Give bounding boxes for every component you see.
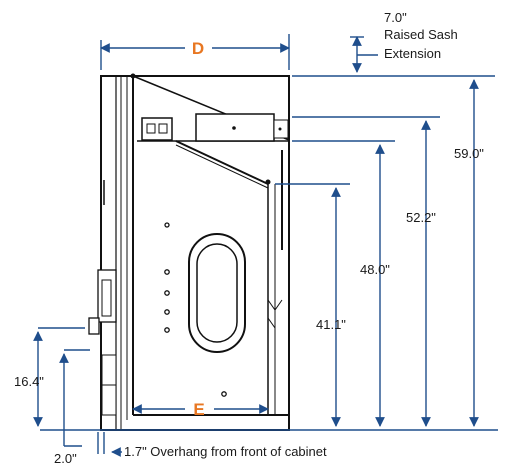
height-59-label: 59.0" bbox=[454, 146, 484, 161]
oval-viewing-window bbox=[188, 233, 246, 353]
height-16-label: 16.4" bbox=[14, 374, 44, 389]
dimension-e-label: E bbox=[193, 400, 204, 419]
height-48-label: 48.0" bbox=[360, 262, 390, 277]
sash-extension-line1: Raised Sash bbox=[384, 27, 458, 42]
sash-extension-line2: Extension bbox=[384, 46, 441, 61]
depth-2-label: 2.0" bbox=[54, 451, 77, 466]
sash-extension-value: 7.0" bbox=[384, 10, 407, 25]
top-equipment bbox=[141, 113, 289, 142]
height-41-label: 41.1" bbox=[316, 317, 346, 332]
panel-dots bbox=[164, 222, 227, 397]
dimension-d-label: D bbox=[192, 39, 204, 58]
dimension-lines bbox=[33, 34, 498, 457]
overhang-label: 1.7" Overhang from front of cabinet bbox=[124, 444, 327, 459]
base-cabinet-front bbox=[88, 269, 117, 416]
height-52-label: 52.2" bbox=[406, 210, 436, 225]
